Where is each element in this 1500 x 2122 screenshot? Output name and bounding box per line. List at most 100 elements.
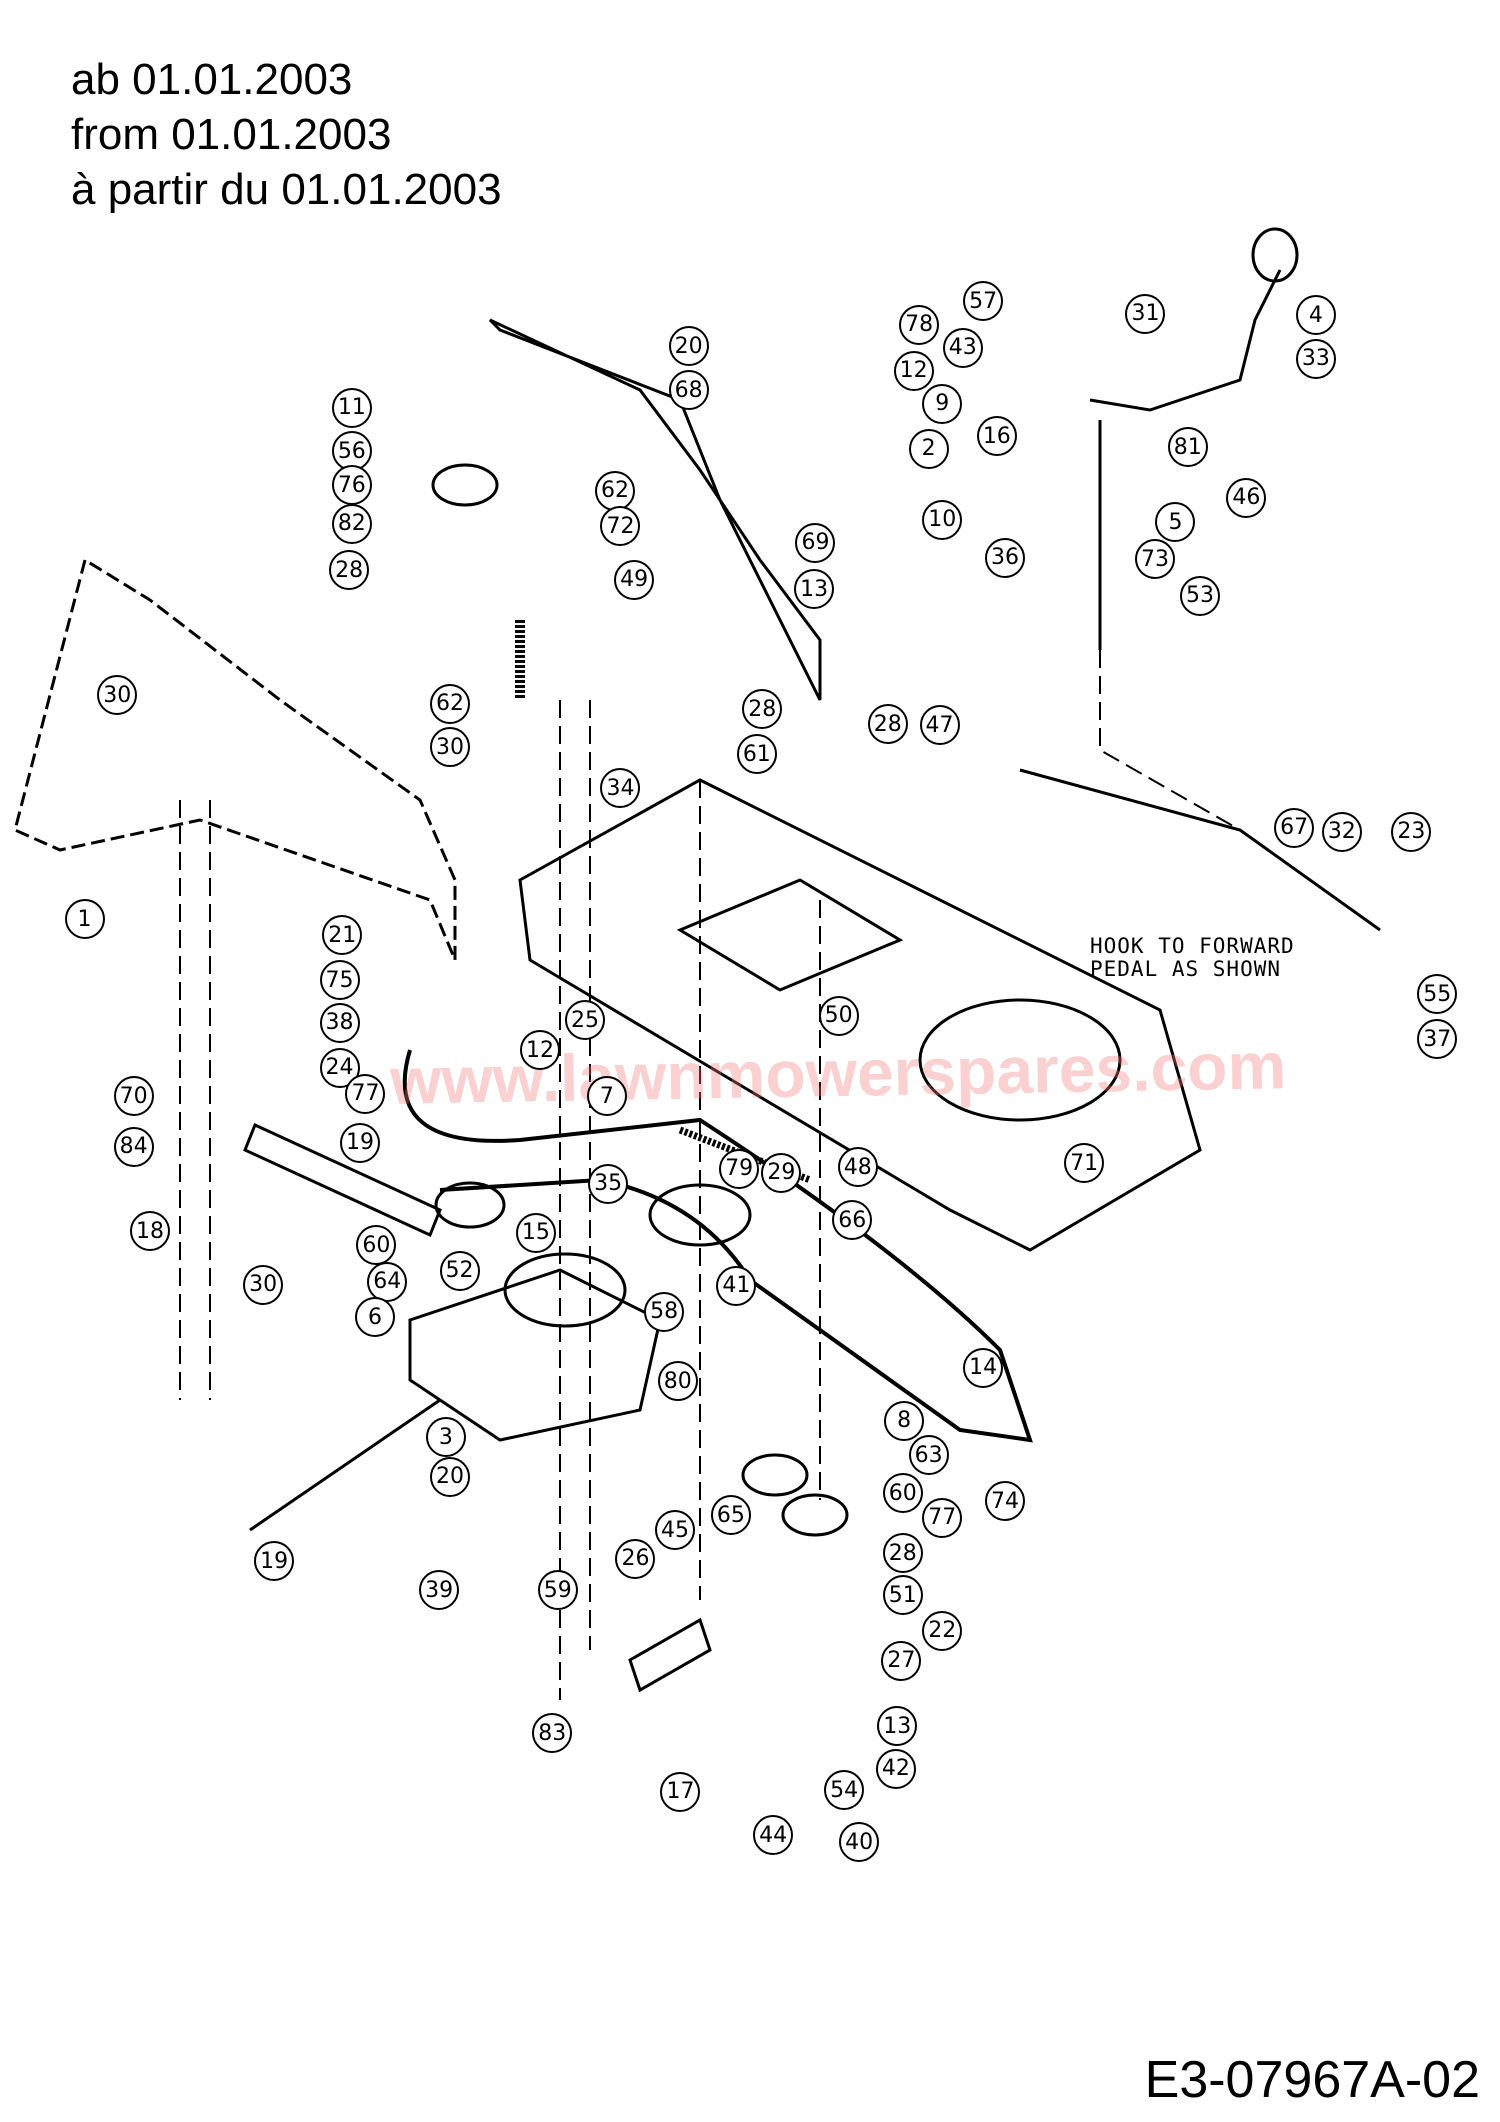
- part-callout-38: 38: [319, 1002, 360, 1043]
- assembly-note-line2: PEDAL AS SHOWN: [1090, 957, 1282, 981]
- part-callout-34: 34: [600, 768, 641, 809]
- part-callout-5: 5: [1155, 502, 1196, 543]
- idler-pulley-upper: [431, 463, 499, 507]
- part-callout-36: 36: [985, 537, 1025, 578]
- part-callout-19: 19: [254, 1541, 295, 1582]
- part-callout-17: 17: [660, 1771, 701, 1812]
- part-callout-71: 71: [1064, 1143, 1105, 1184]
- part-callout-6: 6: [355, 1297, 395, 1338]
- part-callout-51: 51: [882, 1575, 923, 1616]
- part-callout-82: 82: [331, 503, 372, 544]
- part-callout-1: 1: [64, 899, 105, 940]
- part-callout-60: 60: [882, 1473, 923, 1514]
- part-callout-28: 28: [867, 704, 908, 745]
- part-callout-19: 19: [340, 1122, 380, 1163]
- part-callout-9: 9: [922, 383, 963, 424]
- axle-support-bar: [243, 1122, 442, 1238]
- part-callout-78: 78: [899, 304, 940, 345]
- part-callout-58: 58: [644, 1291, 685, 1332]
- part-callout-74: 74: [985, 1481, 1025, 1522]
- part-callout-77: 77: [922, 1497, 963, 1538]
- validity-date-fr: à partir du 01.01.2003: [71, 165, 502, 214]
- part-callout-12: 12: [893, 350, 934, 391]
- part-callout-22: 22: [922, 1610, 963, 1651]
- assembly-lines: [179, 650, 1241, 1700]
- part-callout-15: 15: [515, 1212, 556, 1253]
- assembly-note-line1: HOOK TO FORWARD: [1090, 934, 1295, 958]
- part-callout-77: 77: [345, 1073, 386, 1114]
- rear-axle: [249, 1398, 441, 1532]
- part-callout-30: 30: [243, 1264, 284, 1305]
- lever-knob: [1251, 227, 1299, 283]
- part-callout-49: 49: [614, 559, 655, 600]
- part-callout-48: 48: [837, 1147, 878, 1188]
- part-callout-26: 26: [615, 1538, 656, 1579]
- drawing-number: E3-07967A-02: [1144, 2051, 1480, 2109]
- part-callout-53: 53: [1180, 575, 1220, 616]
- part-callout-42: 42: [875, 1748, 916, 1789]
- part-callout-10: 10: [922, 499, 963, 540]
- part-callout-8: 8: [884, 1400, 925, 1441]
- part-callout-63: 63: [908, 1435, 949, 1475]
- part-callout-61: 61: [736, 734, 777, 775]
- part-callout-28: 28: [329, 550, 370, 590]
- part-callout-3: 3: [425, 1417, 466, 1458]
- part-callout-80: 80: [657, 1361, 698, 1402]
- part-callout-41: 41: [716, 1265, 757, 1306]
- lower-bracket: [628, 1617, 712, 1693]
- part-callout-70: 70: [113, 1076, 154, 1117]
- part-callout-73: 73: [1135, 539, 1175, 580]
- part-callout-16: 16: [976, 416, 1017, 457]
- drive-belt: [402, 1049, 1033, 1443]
- part-callout-44: 44: [753, 1815, 794, 1856]
- part-callout-84: 84: [113, 1126, 154, 1167]
- part-callout-30: 30: [430, 727, 470, 768]
- part-callout-39: 39: [419, 1570, 460, 1610]
- part-callout-50: 50: [818, 995, 859, 1036]
- part-callout-30: 30: [97, 675, 138, 716]
- part-callout-54: 54: [824, 1770, 865, 1811]
- left-frame-panel: [13, 557, 457, 961]
- control-rod: [1019, 768, 1381, 932]
- part-callout-60: 60: [356, 1225, 397, 1265]
- part-callout-79: 79: [719, 1148, 760, 1189]
- chassis-frame: [518, 778, 1202, 1252]
- part-callout-12: 12: [520, 1030, 560, 1070]
- validity-date-en: from 01.01.2003: [71, 110, 392, 159]
- transaxle-body: [408, 1268, 662, 1442]
- part-callout-2: 2: [908, 428, 949, 469]
- part-callout-59: 59: [537, 1570, 578, 1610]
- part-callout-27: 27: [881, 1640, 922, 1681]
- part-callout-72: 72: [600, 506, 641, 547]
- dash-bracket: [488, 318, 822, 701]
- part-callout-81: 81: [1167, 427, 1208, 468]
- seat-mount-ring: [918, 998, 1122, 1122]
- part-callout-75: 75: [319, 960, 360, 1001]
- part-callout-45: 45: [655, 1510, 695, 1550]
- part-callout-23: 23: [1391, 811, 1432, 852]
- part-callout-69: 69: [795, 522, 836, 563]
- part-callout-62: 62: [595, 470, 635, 511]
- part-callout-20: 20: [668, 326, 709, 367]
- part-callout-46: 46: [1226, 477, 1267, 518]
- part-callout-25: 25: [565, 1000, 605, 1040]
- part-callout-67: 67: [1274, 807, 1315, 848]
- part-callout-32: 32: [1321, 811, 1362, 852]
- part-callout-24: 24: [319, 1047, 360, 1088]
- part-callout-31: 31: [1125, 293, 1166, 334]
- idler-pulley-lower-1: [741, 1453, 809, 1497]
- part-callout-40: 40: [839, 1822, 880, 1863]
- shift-lever: [1089, 269, 1282, 412]
- part-callout-55: 55: [1417, 974, 1458, 1015]
- part-callout-4: 4: [1295, 295, 1336, 335]
- part-callout-83: 83: [532, 1713, 573, 1754]
- part-callout-13: 13: [794, 569, 835, 610]
- part-callout-56: 56: [331, 431, 372, 472]
- part-callout-13: 13: [877, 1706, 918, 1747]
- part-callout-11: 11: [331, 387, 372, 428]
- part-callout-76: 76: [331, 465, 372, 506]
- part-callout-18: 18: [130, 1211, 170, 1252]
- transaxle-pulley: [503, 1252, 627, 1328]
- part-callout-7: 7: [586, 1076, 627, 1117]
